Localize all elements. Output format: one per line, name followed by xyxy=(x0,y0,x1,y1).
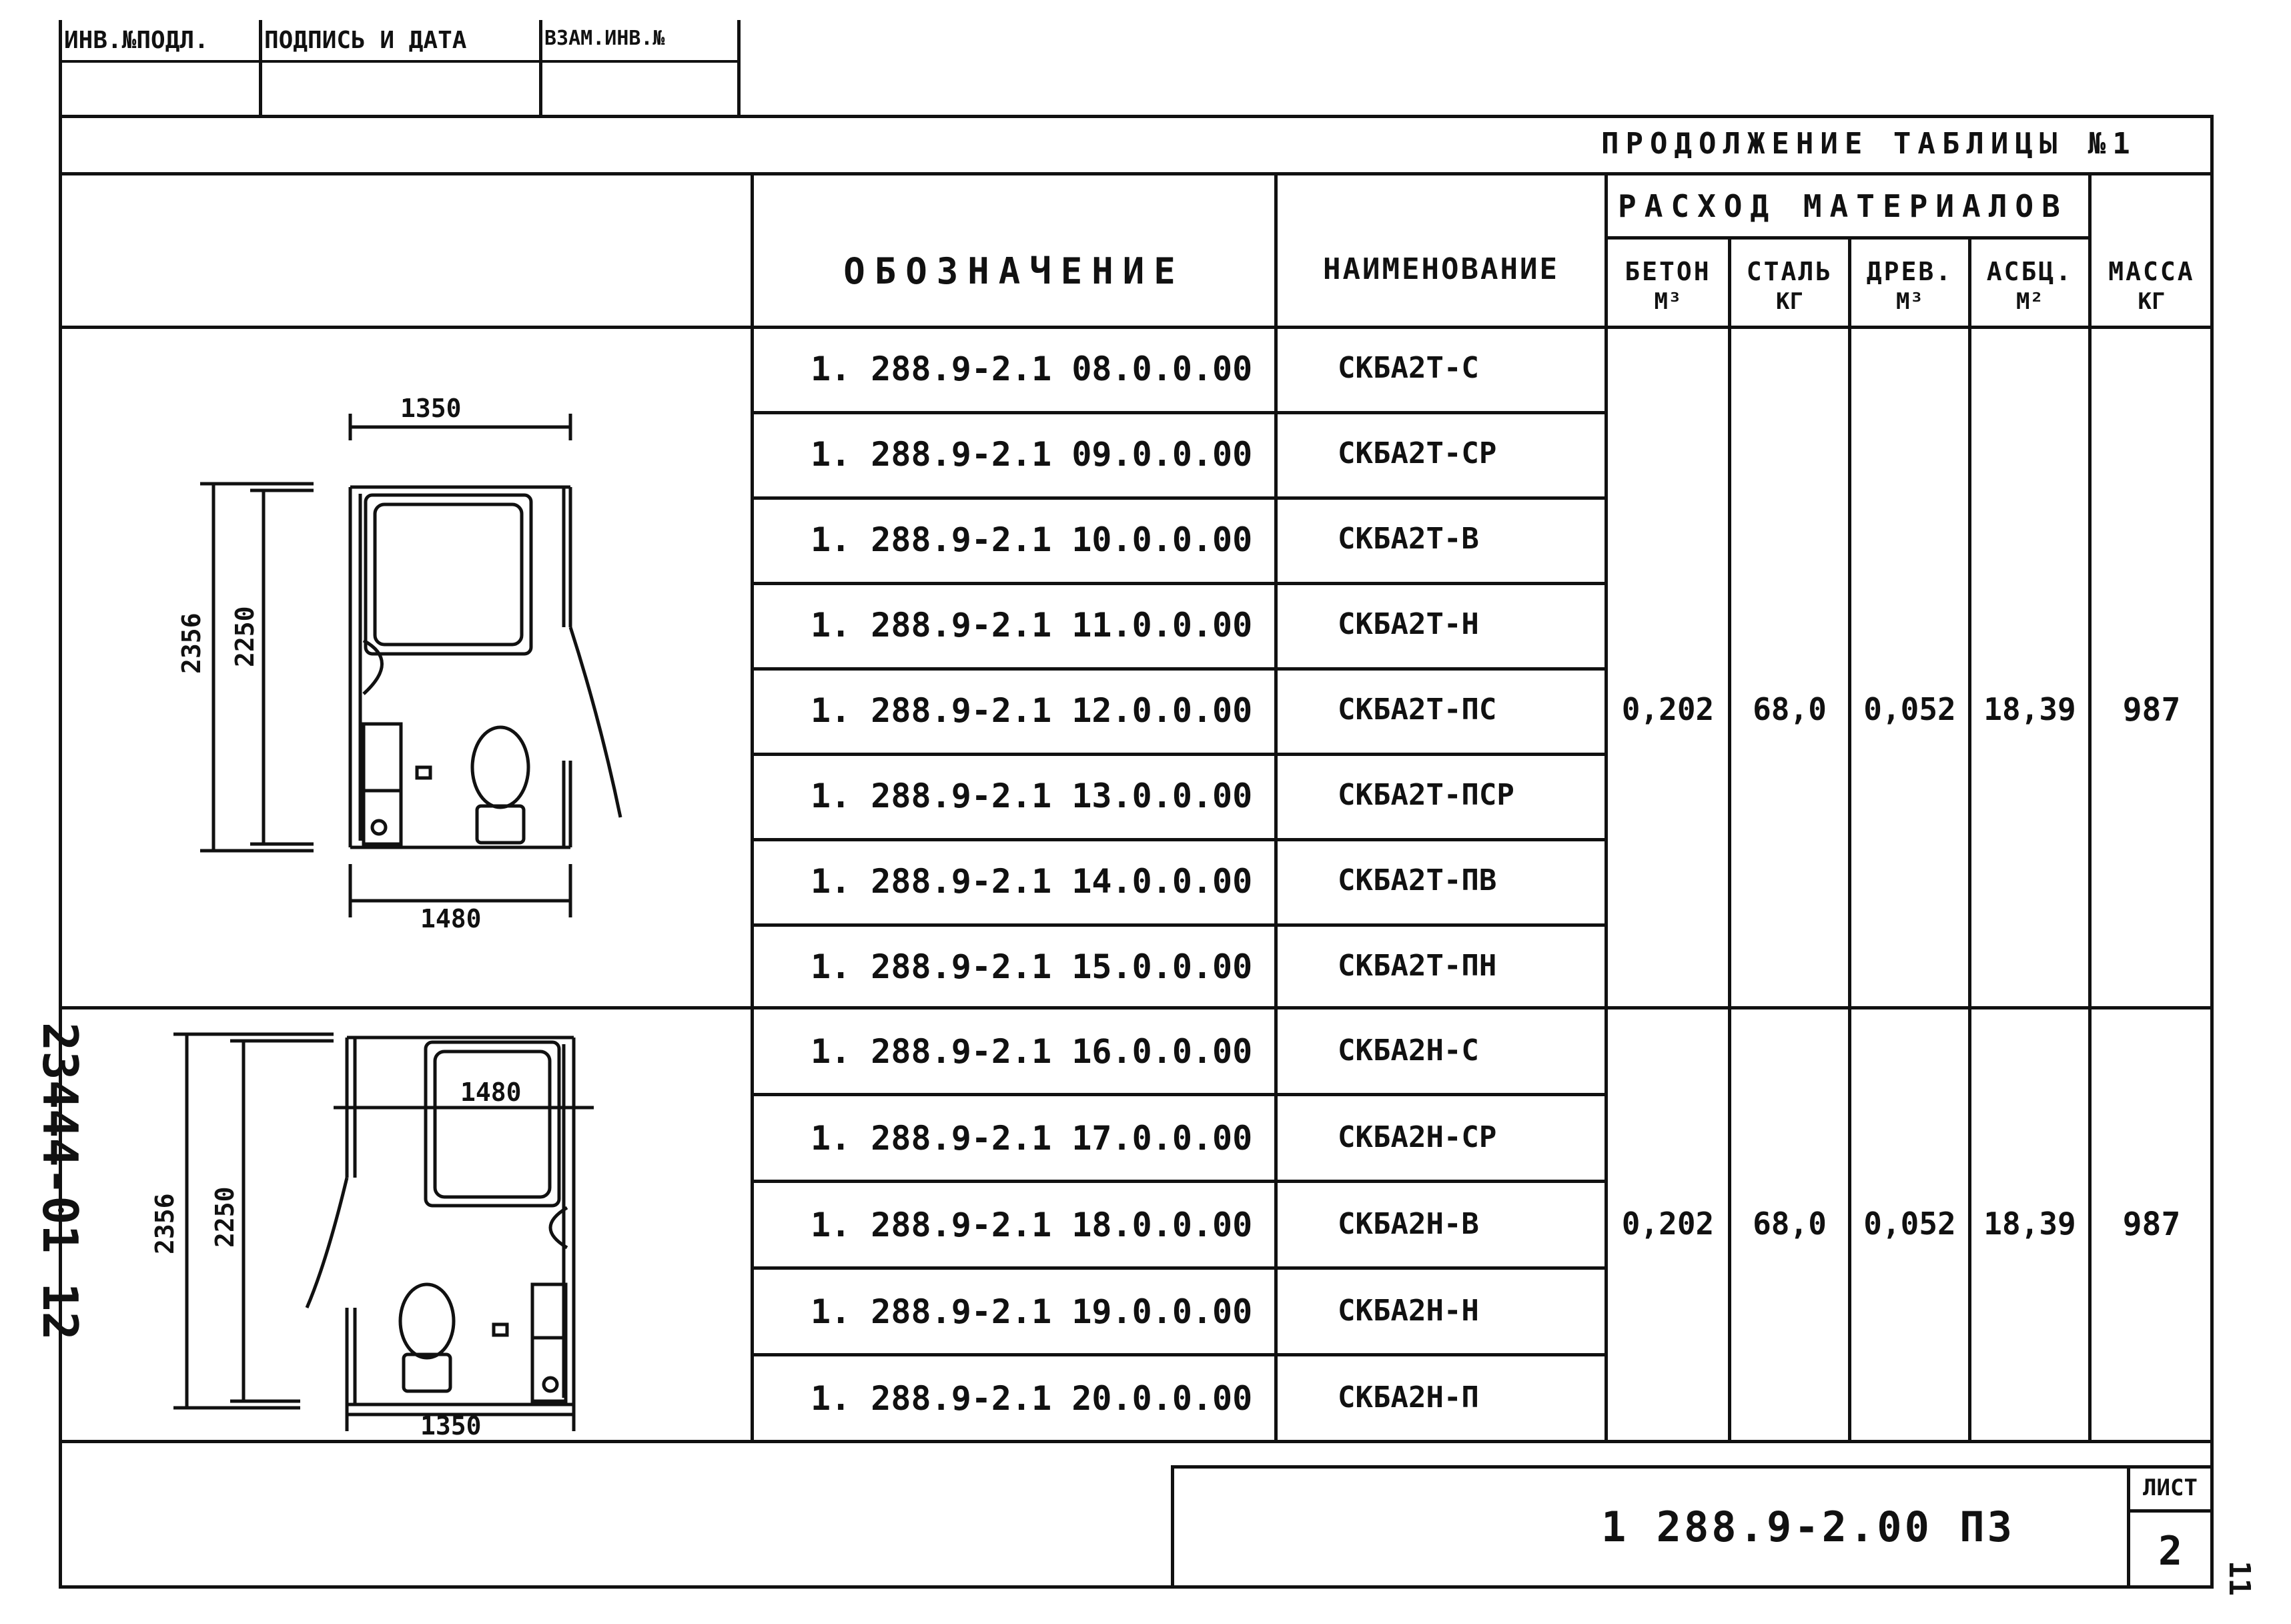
table-row-name: СКБА2Н-Н xyxy=(1338,1294,1479,1328)
table-row-code: 1. 288.9-2.1 18.0.0.00 xyxy=(811,1206,1253,1244)
stamp-divider-1 xyxy=(259,20,262,117)
table-row-code: 1. 288.9-2.1 14.0.0.00 xyxy=(811,862,1253,901)
col-line-beton xyxy=(1605,172,1608,1440)
dim-text: 1480 xyxy=(420,904,482,933)
dim-text: 1480 xyxy=(460,1078,522,1107)
group2-drev-value: 0,052 xyxy=(1863,1206,1956,1242)
table-row-name: СКБА2Н-СР xyxy=(1338,1120,1497,1154)
header-asbc-unit: М² xyxy=(2016,288,2043,315)
group1-asbc-value: 18,39 xyxy=(1983,691,2076,727)
table-row-code: 1. 288.9-2.1 16.0.0.00 xyxy=(811,1032,1253,1071)
plan-drawing-1: 1350 1480 2356 2250 xyxy=(177,394,622,933)
col-line-stal xyxy=(1728,236,1731,1440)
table-row-name: СКБА2Т-Н xyxy=(1338,607,1479,641)
plan-drawing-2: 1480 1350 2356 2250 xyxy=(150,1032,594,1441)
table-row-name: СКБА2Т-ПВ xyxy=(1338,863,1497,897)
table-row-name: СКБА2Н-С xyxy=(1338,1034,1479,1068)
table-row-name: СКБА2Т-В xyxy=(1338,522,1479,556)
header-drev-unit: М³ xyxy=(1896,288,1923,315)
stamp-inv-podl: ИНВ.№ПОДЛ. xyxy=(64,27,209,54)
table-row-name: СКБА2Н-П xyxy=(1338,1380,1479,1414)
caption-bottom-line xyxy=(59,172,2214,175)
table-row-name: СКБА2Н-В xyxy=(1338,1207,1479,1241)
stamp-divider-2 xyxy=(539,20,542,117)
page-mark: 11 xyxy=(2222,1561,2256,1596)
header-beton: БЕТОН xyxy=(1625,257,1711,286)
stamp-vzam-inv: ВЗАМ.ИНВ.№ xyxy=(544,27,665,50)
side-number: 23444-01 12 xyxy=(32,1022,88,1340)
table-row-code: 1. 288.9-2.1 11.0.0.00 xyxy=(811,606,1253,645)
table-row-code: 1. 288.9-2.1 10.0.0.00 xyxy=(811,520,1253,559)
table-row-code: 1. 288.9-2.1 19.0.0.00 xyxy=(811,1292,1253,1331)
dim-text: 1350 xyxy=(400,394,462,423)
table-row-name: СКБА2Т-ПН xyxy=(1338,949,1497,983)
col-line-massa xyxy=(2088,172,2092,1440)
header-massa: МАССА xyxy=(2108,257,2195,286)
header-drev: ДРЕВ. xyxy=(1866,257,1953,286)
stamp-podpis-data: ПОДПИСЬ И ДАТА xyxy=(264,27,467,54)
header-massa-unit: КГ xyxy=(2138,288,2166,315)
table-row-code: 1. 288.9-2.1 12.0.0.00 xyxy=(811,691,1253,730)
header-bottom-line xyxy=(59,326,2214,329)
group2-asbc-value: 18,39 xyxy=(1983,1206,2076,1242)
dim-text: 2250 xyxy=(230,606,260,667)
table-row-name: СКБА2Т-С xyxy=(1338,351,1479,385)
table-row-name: СКБА2Т-ПС xyxy=(1338,693,1497,727)
table-row-code: 1. 288.9-2.1 20.0.0.00 xyxy=(811,1379,1253,1418)
header-stal: СТАЛЬ xyxy=(1746,257,1833,286)
table-row-name: СКБА2Т-СР xyxy=(1338,436,1497,470)
doc-code: 1 288.9-2.00 ПЗ xyxy=(1601,1503,2015,1551)
group2-stal-value: 68,0 xyxy=(1753,1206,1827,1242)
table-caption: ПРОДОЛЖЕНИЕ ТАБЛИЦЫ №1 xyxy=(1601,127,2137,161)
table-row-code: 1. 288.9-2.1 13.0.0.00 xyxy=(811,777,1253,815)
stamp-border-left xyxy=(59,20,62,117)
list-label: ЛИСТ xyxy=(2143,1475,2198,1501)
group1-massa-value: 987 xyxy=(2122,691,2181,729)
table-row-name: СКБА2Т-ПСР xyxy=(1338,778,1514,812)
col-line-drev xyxy=(1848,236,1851,1440)
dim-text: 1350 xyxy=(420,1411,482,1441)
dim-text: 2356 xyxy=(177,613,206,674)
table-row-code: 1. 288.9-2.1 08.0.0.00 xyxy=(811,350,1253,388)
stamp-row-line xyxy=(59,60,739,63)
group1-beton-value: 0,202 xyxy=(1621,691,1715,727)
dim-text: 2250 xyxy=(210,1186,240,1248)
table-row-code: 1. 288.9-2.1 17.0.0.00 xyxy=(811,1119,1253,1158)
table-row-code: 1. 288.9-2.1 15.0.0.00 xyxy=(811,947,1253,986)
stamp-border-right xyxy=(737,20,741,117)
group-separator-line xyxy=(59,1006,2214,1009)
header-rashod: РАСХОД МАТЕРИАЛОВ xyxy=(1618,188,2068,224)
table-row-code: 1. 288.9-2.1 09.0.0.00 xyxy=(811,435,1253,474)
list-number: 2 xyxy=(2158,1528,2183,1575)
col-line-code xyxy=(751,172,754,1440)
header-naimenovanie: НАИМЕНОВАНИЕ xyxy=(1323,252,1559,286)
col-line-name xyxy=(1274,172,1278,1440)
header-beton-unit: М³ xyxy=(1654,288,1682,315)
dim-text: 2356 xyxy=(150,1193,179,1254)
header-oboznachenie: ОБОЗНАЧЕНИЕ xyxy=(843,250,1185,292)
group2-beton-value: 0,202 xyxy=(1621,1206,1715,1242)
group1-drev-value: 0,052 xyxy=(1863,691,1956,727)
table-bottom-line xyxy=(59,1440,2214,1443)
header-stal-unit: КГ xyxy=(1776,288,1803,315)
col-line-asbc xyxy=(1968,236,1971,1440)
group2-massa-value: 987 xyxy=(2122,1206,2181,1243)
header-asbc: АСБЦ. xyxy=(1986,257,2074,286)
group1-stal-value: 68,0 xyxy=(1753,691,1827,727)
